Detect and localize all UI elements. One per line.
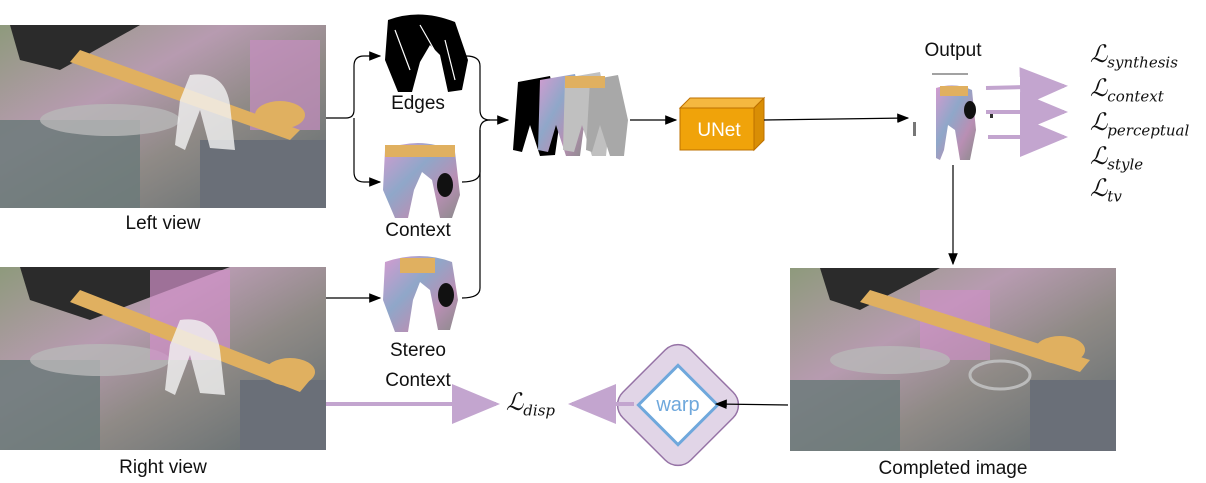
loss-disp: ℒdisp bbox=[506, 388, 555, 420]
stereo-context-label-line2: Context bbox=[385, 370, 451, 391]
edges-mask bbox=[385, 14, 468, 92]
output-thumbnail bbox=[913, 73, 993, 160]
context-mask bbox=[383, 142, 460, 218]
warp-label: warp bbox=[656, 394, 700, 416]
loss-synthesis: ℒsynthesis bbox=[1090, 40, 1178, 72]
right-view-label: Right view bbox=[119, 457, 207, 478]
loss-context: ℒcontext bbox=[1090, 74, 1164, 106]
output-label: Output bbox=[924, 40, 982, 61]
stereo-context-mask bbox=[383, 256, 458, 332]
stacked-inputs bbox=[513, 72, 628, 156]
loss-perceptual: ℒperceptual bbox=[1090, 108, 1190, 140]
stereo-context-label-line1: Stereo bbox=[390, 340, 446, 361]
context-label: Context bbox=[385, 220, 451, 241]
right-view-image bbox=[0, 267, 326, 450]
completed-image-label: Completed image bbox=[878, 458, 1028, 479]
loss-arrows bbox=[326, 67, 1068, 424]
left-view-label: Left view bbox=[125, 213, 201, 234]
connectors bbox=[326, 51, 958, 409]
loss-tv: ℒtv bbox=[1090, 174, 1122, 206]
completed-image bbox=[790, 268, 1116, 451]
loss-style: ℒstyle bbox=[1090, 142, 1144, 174]
unet-label: UNet bbox=[697, 120, 741, 141]
left-view-image bbox=[0, 25, 326, 208]
warp-block bbox=[616, 343, 740, 467]
unet-block bbox=[678, 96, 766, 152]
edges-label: Edges bbox=[391, 93, 445, 114]
